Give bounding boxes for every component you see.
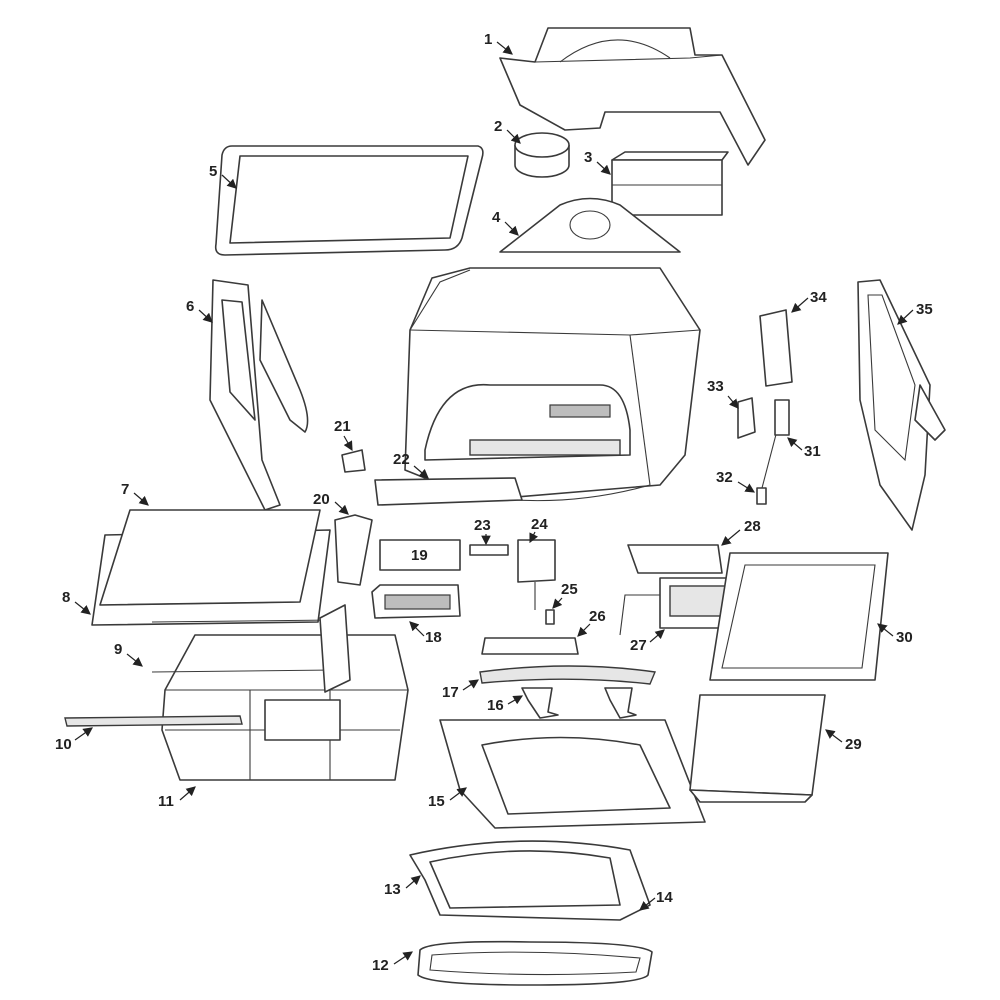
callout-3: 3: [584, 149, 592, 166]
part-18-19-trays: [371, 539, 461, 619]
callout-17: 17: [442, 684, 459, 701]
callout-33: 33: [707, 378, 724, 395]
part-23-26-hardware: [469, 539, 579, 655]
part-34-bar: [759, 309, 793, 387]
callout-1: 1: [484, 31, 492, 48]
callout-labels: 1 2 3 4 5 6 7 8 9 10 11 12 13 14 15 16 1…: [55, 31, 933, 974]
callout-25: 25: [561, 581, 578, 598]
callout-28: 28: [744, 518, 761, 535]
part-3-box: [611, 151, 729, 216]
part-29-ash-pan: [689, 694, 826, 803]
part-21-clip: [341, 449, 366, 473]
callout-32: 32: [716, 469, 733, 486]
part-15-faceplate: [439, 719, 706, 829]
callout-8: 8: [62, 589, 70, 606]
callout-29: 29: [845, 736, 862, 753]
part-1-top-panel: [499, 27, 766, 166]
part-2-collar: [514, 132, 570, 178]
part-16-hinges: [521, 687, 637, 719]
callout-23: 23: [474, 517, 491, 534]
callout-31: 31: [804, 443, 821, 460]
callout-20: 20: [313, 491, 330, 508]
callout-30: 30: [896, 629, 913, 646]
callout-18: 18: [425, 629, 442, 646]
part-20-bracket: [334, 514, 373, 586]
callout-16: 16: [487, 697, 504, 714]
callout-4: 4: [492, 209, 501, 226]
callout-35: 35: [916, 301, 933, 318]
callout-6: 6: [186, 298, 194, 315]
part-31-33-controls: [737, 397, 790, 505]
part-17-trim: [479, 665, 656, 685]
part-12-bottom-trim: [417, 940, 653, 986]
callout-15: 15: [428, 793, 445, 810]
part-9-11-brick-assembly: [64, 604, 409, 781]
callout-5: 5: [209, 163, 217, 180]
callout-12: 12: [372, 957, 389, 974]
callout-10: 10: [55, 736, 72, 753]
callout-11: 11: [158, 793, 174, 810]
callout-22: 22: [393, 451, 410, 468]
part-7-8-panels: [91, 509, 331, 626]
callout-14: 14: [656, 889, 673, 906]
part-30-base: [709, 552, 889, 681]
callout-21: 21: [334, 418, 351, 435]
callout-13: 13: [384, 881, 401, 898]
callout-26: 26: [589, 608, 606, 625]
callout-19: 19: [411, 547, 428, 564]
part-13-door: [409, 840, 651, 921]
callout-2: 2: [494, 118, 502, 135]
part-4-adaptor: [499, 197, 681, 253]
part-5-top-frame: [214, 145, 484, 256]
part-22-rail: [374, 477, 523, 506]
callout-24: 24: [531, 516, 548, 533]
callout-34: 34: [810, 289, 827, 306]
callout-27: 27: [630, 637, 647, 654]
part-35-side-frame: [857, 279, 946, 531]
callout-7: 7: [121, 481, 129, 498]
firebox-body: [404, 267, 701, 502]
part-6-side-frame: [209, 279, 309, 511]
callout-9: 9: [114, 641, 122, 658]
